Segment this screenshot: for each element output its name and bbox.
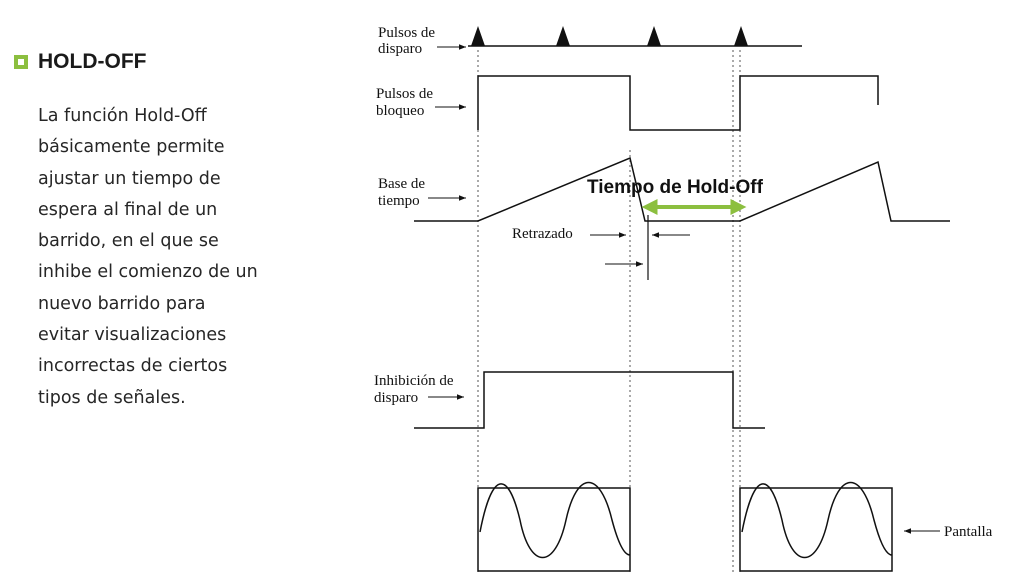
trigger-inhibit-label: Inhibición de disparo xyxy=(374,373,457,406)
paragraph-line: barrido, en el que se xyxy=(38,231,219,252)
slide-heading: HOLD-OFF xyxy=(38,50,147,73)
vertical-guide-lines xyxy=(477,50,741,572)
retrace-label: Retrazado xyxy=(512,226,573,242)
paragraph-line: incorrectas de ciertos xyxy=(38,356,228,377)
screen-sine-wave xyxy=(479,481,631,559)
square-bullet-icon xyxy=(14,55,28,69)
paragraph-line: nuevo barrido para xyxy=(38,293,206,314)
paragraph-line: evitar visualizaciones xyxy=(38,325,227,346)
blocking-waveform xyxy=(477,75,879,131)
trigger-pulse xyxy=(734,26,748,46)
trigger-inhibit-waveform xyxy=(414,371,765,429)
trigger-pulses-label: Pulsos de disparo xyxy=(378,25,439,57)
holdoff-time-label: Tiempo de Hold-Off xyxy=(587,177,764,198)
description-paragraph: La función Hold-Off básicamente permite … xyxy=(38,101,298,414)
trigger-pulse xyxy=(647,26,661,46)
paragraph-line: inhibe el comienzo de un xyxy=(38,262,258,283)
screen-box xyxy=(739,487,893,572)
screen-box xyxy=(477,487,631,572)
paragraph-line: tipos de señales. xyxy=(38,387,186,408)
paragraph-line: espera al final de un xyxy=(38,199,218,220)
heading-row: HOLD-OFF xyxy=(14,50,146,74)
trigger-pulse xyxy=(556,26,570,46)
paragraph-line: La función Hold-Off xyxy=(38,106,207,126)
time-base-label: Base de tiempo xyxy=(378,176,429,209)
trigger-pulse xyxy=(471,26,485,46)
time-base-waveform xyxy=(414,156,950,222)
screen-label: Pantalla xyxy=(944,524,993,540)
paragraph-line: ajustar un tiempo de xyxy=(38,168,221,189)
screen-sine-wave xyxy=(741,481,893,559)
blocking-pulses-label: Pulsos de bloqueo xyxy=(376,86,437,119)
paragraph-line: básicamente permite xyxy=(38,137,225,158)
